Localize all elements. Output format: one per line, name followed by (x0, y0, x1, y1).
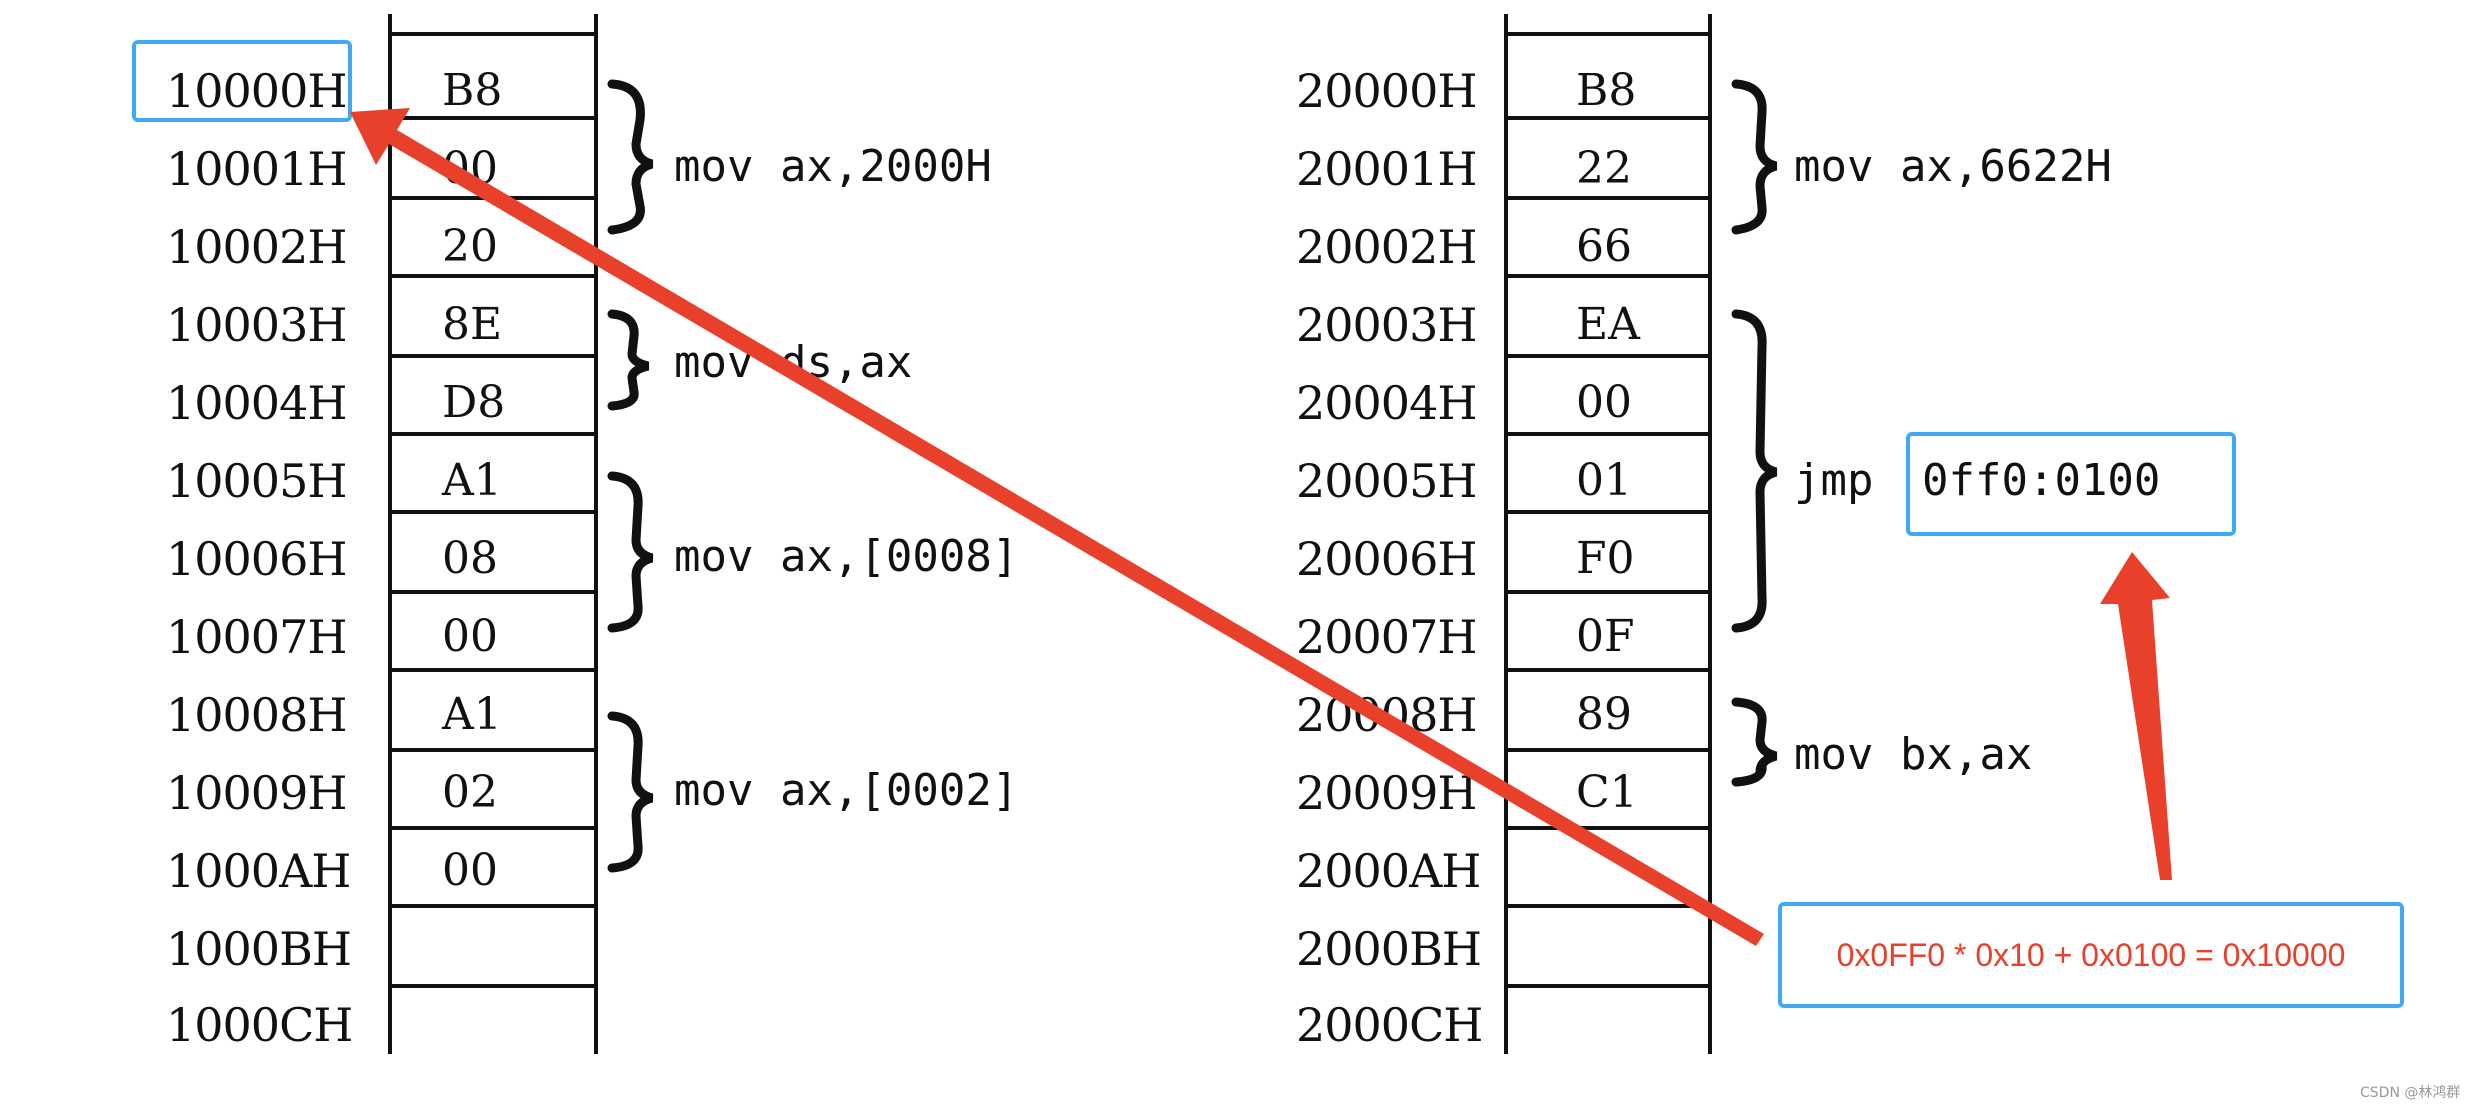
right-row-divider (1504, 354, 1712, 358)
left-cell-value: 08 (442, 533, 498, 584)
right-cell-value: 01 (1576, 455, 1632, 506)
left-cell-value: A1 (442, 689, 502, 740)
left-cell-value: 20 (442, 221, 498, 272)
left-instruction: mov ax,2000H (674, 141, 992, 192)
arrow-to-address-10000H (350, 108, 1764, 946)
brace-shape (607, 711, 654, 873)
right-address: 20002H (1296, 220, 1477, 274)
left-cell-value: D8 (442, 377, 506, 428)
right-row-divider (1504, 510, 1712, 514)
left-cell-value: 02 (442, 767, 498, 818)
right-address: 20000H (1296, 64, 1477, 118)
right-address: 2000AH (1296, 844, 1481, 898)
right-row-divider (1504, 984, 1712, 988)
brace-shape (607, 79, 654, 235)
brace-shape (607, 471, 654, 633)
right-row-divider (1504, 274, 1712, 278)
right-cell-value: 22 (1576, 143, 1632, 194)
left-address: 10002H (166, 220, 347, 274)
jmp-target-address: 0ff0:0100 (1922, 455, 2161, 506)
right-address: 20009H (1296, 766, 1477, 820)
left-row-divider (388, 590, 598, 594)
left-address: 1000BH (166, 922, 352, 976)
brace-shape (1731, 79, 1778, 235)
left-row-divider (388, 904, 598, 908)
left-address: 1000AH (166, 844, 351, 898)
arrow-to-jmp-target (2100, 552, 2172, 880)
right-cell-value: 66 (1576, 221, 1632, 272)
right-cell-value: 0F (1576, 611, 1635, 662)
right-row-divider (1504, 32, 1712, 36)
formula-box: 0x0FF0 * 0x10 + 0x0100 = 0x10000 (1778, 902, 2404, 1008)
left-address: 10000H (166, 64, 347, 118)
right-cell-value: 89 (1576, 689, 1632, 740)
left-address: 10004H (166, 376, 347, 430)
left-row-divider (388, 748, 598, 752)
right-address: 20001H (1296, 142, 1477, 196)
highlight-box-address-10000H (132, 40, 352, 122)
right-cell-value: 00 (1576, 377, 1632, 428)
left-address: 1000CH (166, 998, 353, 1052)
right-address: 20003H (1296, 298, 1477, 352)
right-row-divider (1504, 668, 1712, 672)
right-address: 20006H (1296, 532, 1477, 586)
right-row-divider (1504, 748, 1712, 752)
left-row-divider (388, 510, 598, 514)
left-table-border-left (388, 14, 392, 1054)
left-row-divider (388, 668, 598, 672)
left-address: 10005H (166, 454, 347, 508)
brace-shape (607, 309, 650, 411)
right-row-divider (1504, 432, 1712, 436)
right-address: 2000BH (1296, 922, 1482, 976)
right-table-border-right (1708, 14, 1712, 1054)
left-table-border-right (594, 14, 598, 1054)
right-cell-value: EA (1576, 299, 1640, 350)
left-address: 10003H (166, 298, 347, 352)
right-row-divider (1504, 826, 1712, 830)
highlight-box-jmp-target (1906, 432, 2236, 536)
left-address: 10007H (166, 610, 347, 664)
right-row-divider (1504, 590, 1712, 594)
left-instruction: mov ax,[0002] (674, 765, 1019, 816)
left-row-divider (388, 274, 598, 278)
left-instruction: mov ax,[0008] (674, 531, 1019, 582)
right-instruction: mov ax,6622H (1794, 141, 2112, 192)
formula-text: 0x0FF0 * 0x10 + 0x0100 = 0x10000 (1836, 936, 2346, 973)
right-address: 20005H (1296, 454, 1477, 508)
left-address: 10008H (166, 688, 347, 742)
left-cell-value: 00 (442, 845, 498, 896)
right-address: 20007H (1296, 610, 1477, 664)
right-row-divider (1504, 116, 1712, 120)
left-row-divider (388, 984, 598, 988)
right-cell-value: B8 (1576, 65, 1637, 116)
right-cell-value: F0 (1576, 533, 1635, 584)
left-address: 10001H (166, 142, 347, 196)
left-cell-value: A1 (442, 455, 502, 506)
watermark: CSDN @林鸿群 (2360, 1085, 2461, 1101)
right-address: 2000CH (1296, 998, 1483, 1052)
brace-shape (1731, 309, 1778, 633)
left-address: 10009H (166, 766, 347, 820)
left-row-divider (388, 354, 598, 358)
left-row-divider (388, 826, 598, 830)
right-address: 20004H (1296, 376, 1477, 430)
left-row-divider (388, 116, 598, 120)
brace-shape (1731, 697, 1778, 787)
right-table-border-left (1504, 14, 1508, 1054)
left-cell-value: 8E (442, 299, 503, 350)
right-instruction: jmp (1794, 455, 1900, 506)
left-cell-value: 00 (442, 611, 498, 662)
left-cell-value: B8 (442, 65, 503, 116)
right-cell-value: C1 (1576, 767, 1638, 818)
right-row-divider (1504, 904, 1712, 908)
left-row-divider (388, 32, 598, 36)
left-address: 10006H (166, 532, 347, 586)
right-instruction: mov bx,ax (1794, 729, 2033, 780)
right-row-divider (1504, 196, 1712, 200)
left-row-divider (388, 432, 598, 436)
